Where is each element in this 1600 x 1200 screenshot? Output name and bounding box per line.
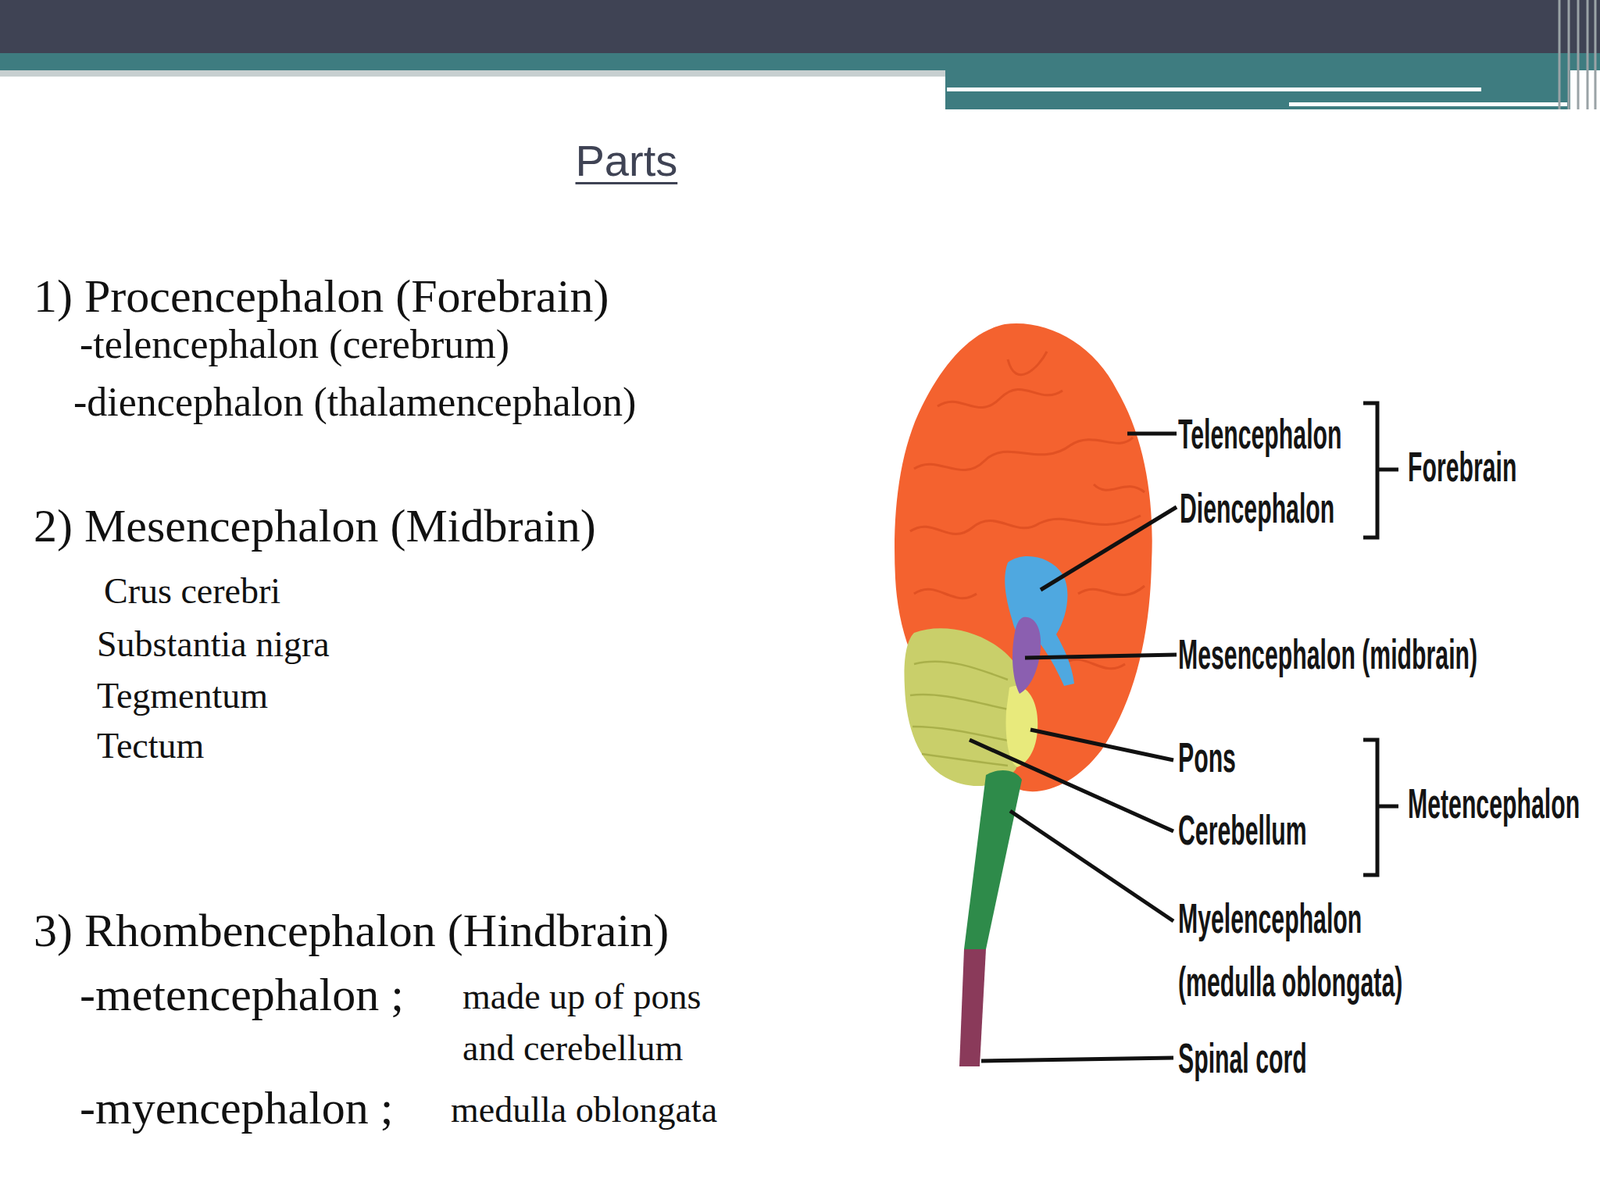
pons-shape [1006,685,1039,768]
subpart-note: medulla oblongata [450,1086,718,1134]
subpart-item: Crus cerebri [103,567,281,615]
group-label: Metencephalon [1407,777,1580,829]
subpart-item: Substantia nigra [96,621,330,668]
subpart-item: Tectum [96,722,204,770]
header-tab [945,70,1571,110]
subpart-item: -diencephalon (thalamencephalon) [73,378,636,427]
header-band [0,53,1600,71]
subpart-item: Tegmentum [96,672,268,720]
part-label: Diencephalon [1179,482,1335,534]
part-label: Mesencephalon (midbrain) [1178,628,1478,680]
subpart-item: -metencephalon ; [79,966,404,1023]
header-line [946,87,1482,92]
group-label: Forebrain [1407,440,1517,493]
section-heading: 1) Procencephalon (Forebrain) [33,267,609,325]
cerebellum-folds [910,661,1016,766]
slide-title: Parts [575,134,679,188]
part-label: Myelencephalon (medulla oblongata) [1178,886,1450,1014]
spinal-cord-shape [959,949,986,1067]
subpart-item: -telencephalon (cerebrum) [79,320,510,369]
cerebrum-shape [894,323,1153,792]
midbrain-shape [1012,617,1041,694]
header-shadow [0,70,946,77]
section-heading: 3) Rhombencephalon (Hindbrain) [33,902,669,959]
header-line [1289,102,1568,107]
part-label: Telencephalon [1178,407,1342,460]
medulla-shape [964,770,1022,950]
part-label: Spinal cord [1178,1032,1308,1084]
subpart-note: made up of pons and cerebellum [462,971,752,1075]
part-label: Pons [1178,731,1236,783]
leader-lines [969,433,1177,1061]
section-heading: 2) Mesencephalon (Midbrain) [33,497,597,554]
subpart-item: -myencephalon ; [79,1079,394,1136]
edge-stripes [1559,0,1596,110]
header-bar [0,0,1600,54]
part-label: Cerebellum [1178,803,1308,856]
